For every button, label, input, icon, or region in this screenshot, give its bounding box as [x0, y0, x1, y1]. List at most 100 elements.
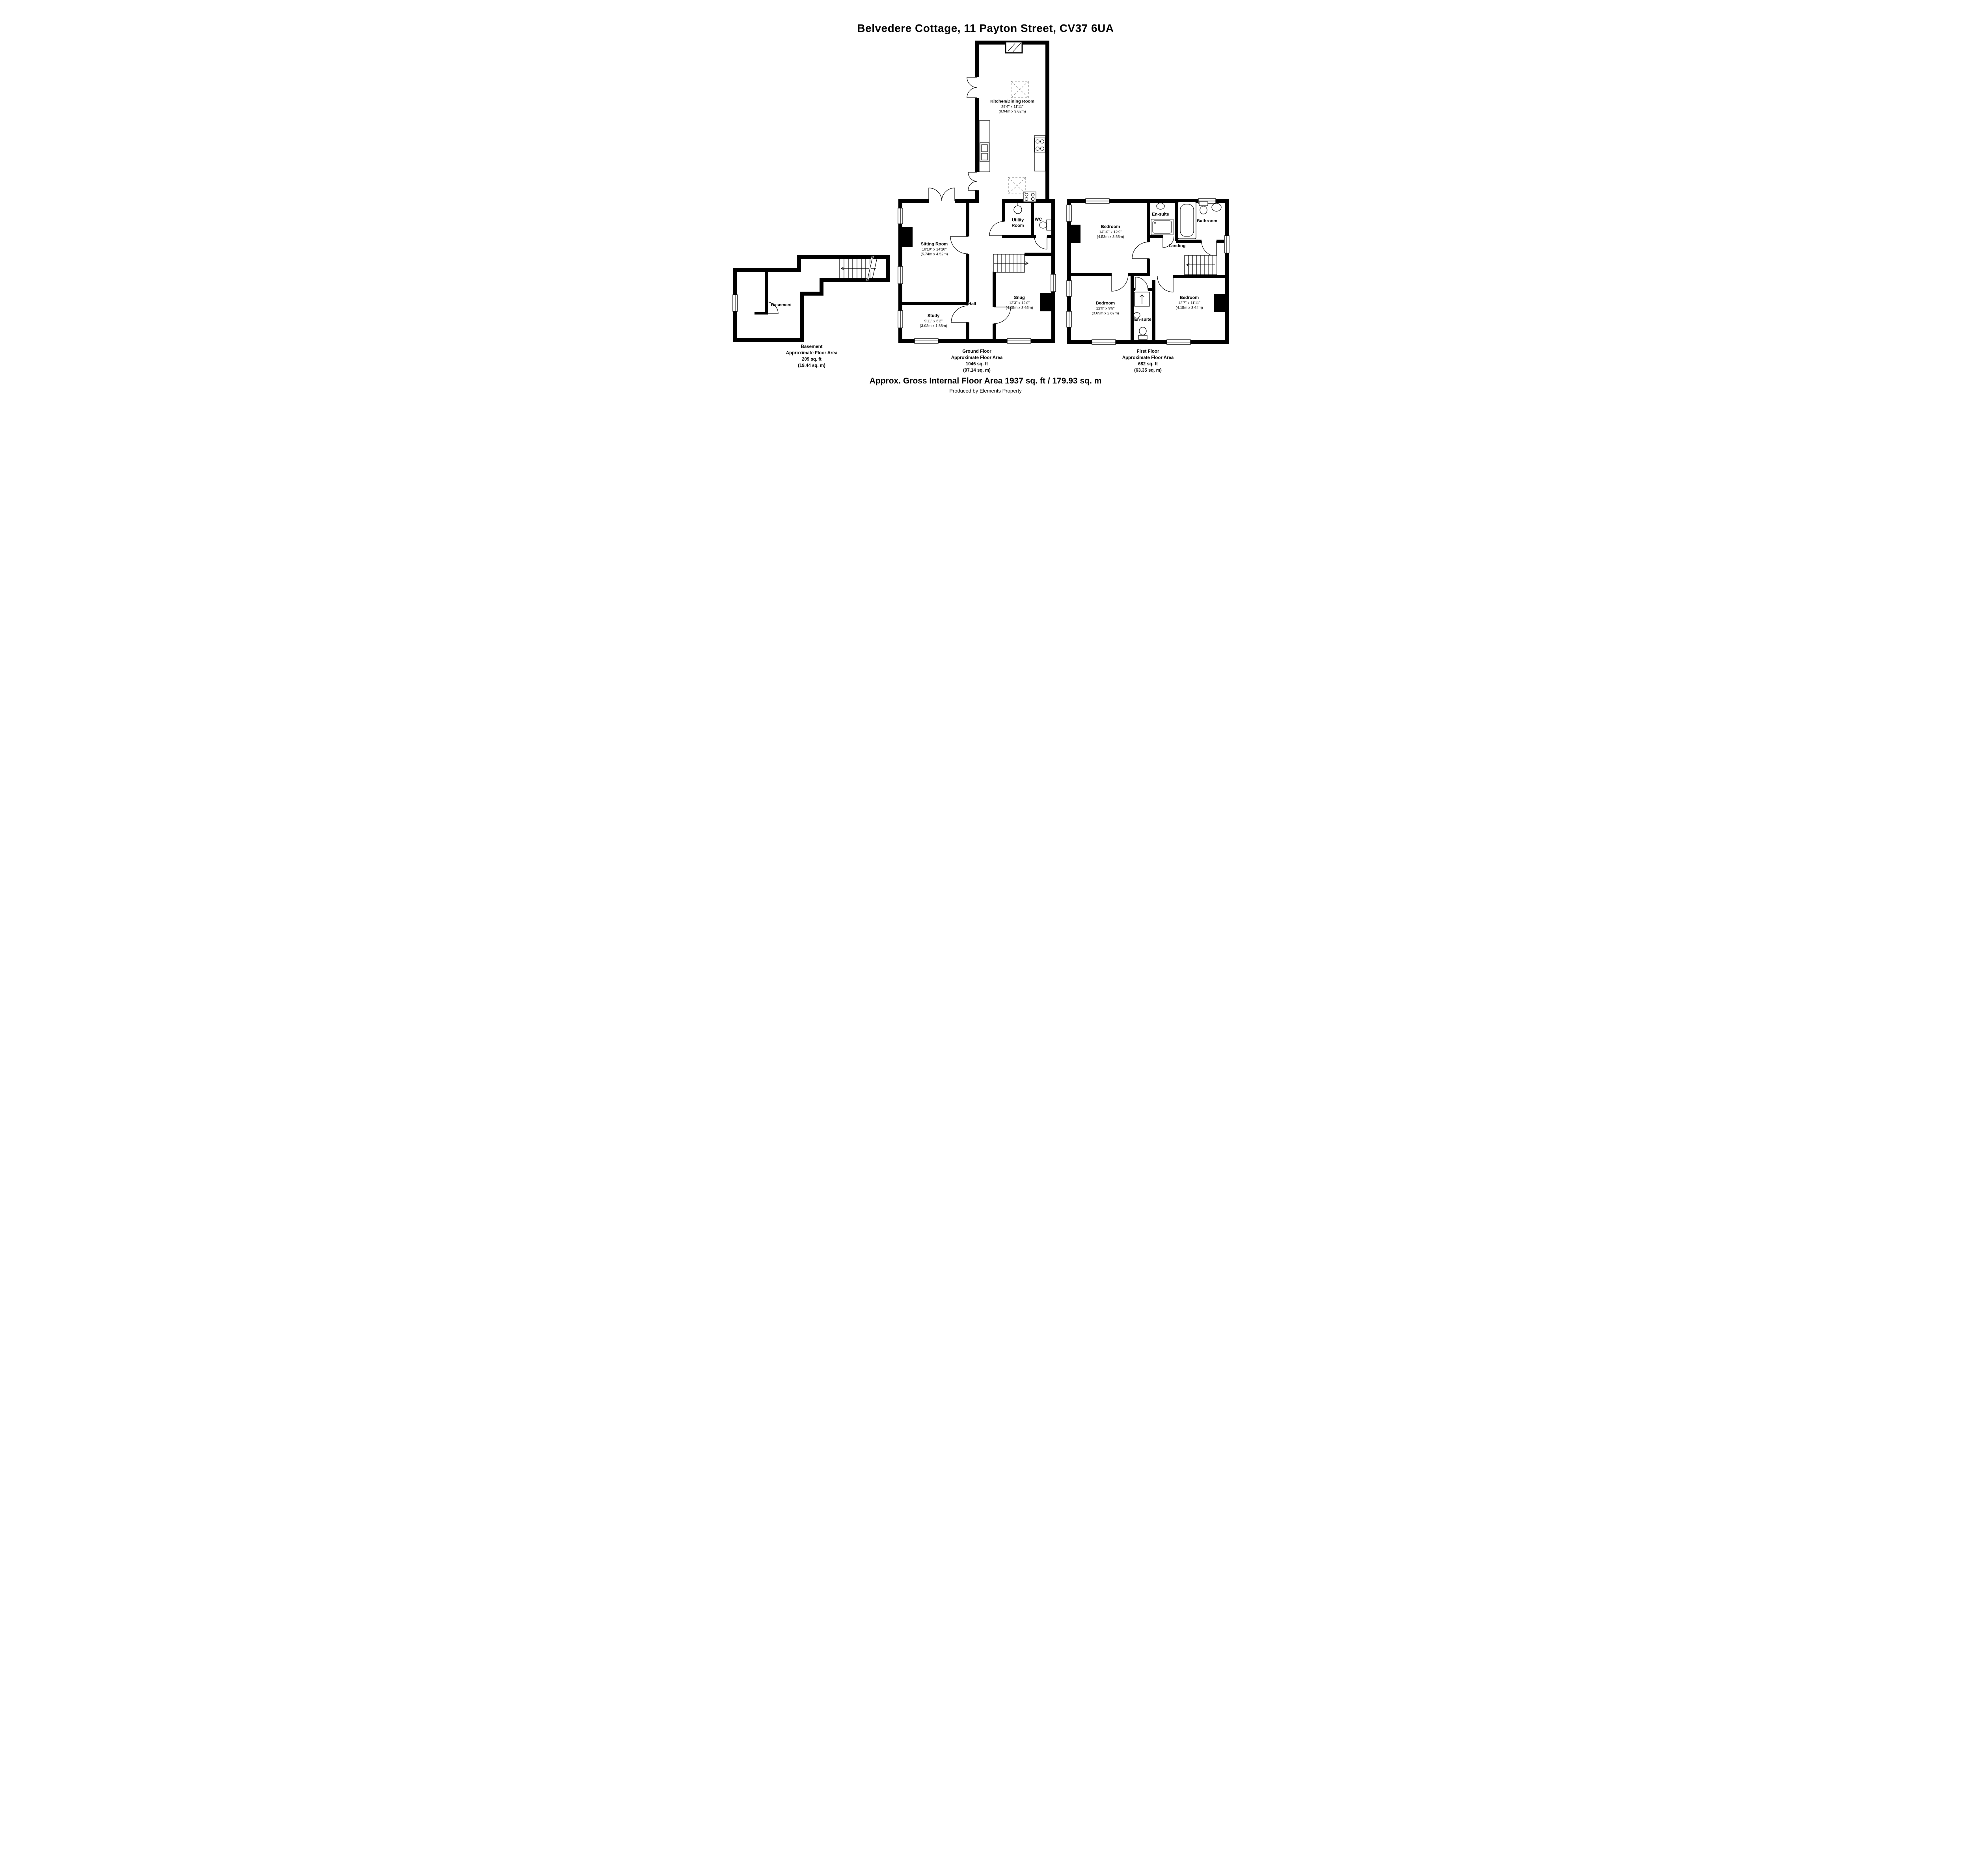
- room-label-basement: Basement: [771, 303, 792, 308]
- room-name: Snug: [1014, 295, 1025, 300]
- kitchen-side-door: [968, 172, 978, 182]
- room-name: Landing: [1168, 244, 1186, 249]
- room-name: Utility Room: [1012, 218, 1024, 228]
- first-floor-summary: First Floor Approximate Floor Area 682 s…: [1122, 348, 1174, 374]
- bathroom-sink-icon: [1211, 203, 1222, 212]
- summary-area-metric: (19.44 sq. m): [798, 363, 825, 368]
- room-name: Bedroom: [1101, 224, 1120, 229]
- room-dims-metric: (8.94m x 3.62m): [999, 109, 1026, 114]
- room-label-landing: Landing: [1169, 244, 1186, 249]
- ceiling-lantern-dashed: [1008, 81, 1029, 194]
- room-label-bedroom3: Bedroom 13'7" x 11'11" (4.15m x 3.64m): [1176, 295, 1203, 310]
- ensuite2-door: [1135, 277, 1148, 290]
- windows: [732, 198, 1230, 345]
- room-name: WC: [1034, 217, 1042, 222]
- summary-area-metric: (63.35 sq. m): [1134, 368, 1162, 373]
- chimney-flue-icon: [1005, 41, 1023, 54]
- summary-area-title: Approximate Floor Area: [786, 351, 838, 356]
- summary-area-imperial: 682 sq. ft: [1138, 362, 1158, 367]
- room-dims-metric: (4.53m x 3.88m): [1097, 234, 1124, 239]
- wc-toilet-icon: [1039, 220, 1052, 231]
- sitting-room-fireplace: [902, 227, 913, 247]
- room-label-utility: Utility Room: [1012, 218, 1024, 229]
- room-label-ensuite2: En-suite: [1134, 317, 1151, 323]
- chimney-breasts: [902, 225, 1225, 312]
- utility-sink-icon: [1013, 203, 1022, 214]
- room-label-snug: Snug 13'3" x 12'0" (4.05m x 3.65m): [1006, 295, 1033, 310]
- room-label-bedroom2: Bedroom 12'0" x 9'5" (3.65m x 2.87m): [1092, 301, 1119, 316]
- bedroom3-door: [1157, 276, 1174, 292]
- room-dims-metric: (3.02m x 1.88m): [920, 323, 947, 328]
- room-dims-imperial: 12'0" x 9'5": [1096, 306, 1115, 311]
- ensuite1-shower-icon: [1151, 219, 1174, 235]
- room-dims-metric: (3.65m x 2.87m): [1092, 311, 1119, 315]
- stairs-basement-icon: [839, 256, 878, 281]
- summary-floor: Basement: [801, 344, 823, 349]
- room-name: En-suite: [1152, 212, 1169, 217]
- door-openings: [929, 77, 980, 204]
- room-dims-metric: (4.15m x 3.64m): [1176, 305, 1203, 310]
- ensuite2-sink-icon: [1133, 312, 1140, 318]
- summary-area-title: Approximate Floor Area: [1122, 355, 1174, 361]
- room-name: Bathroom: [1197, 219, 1217, 224]
- summary-area-imperial: 209 sq. ft: [802, 357, 822, 362]
- floorplan-canvas: Belvedere Cottage, 11 Payton Street, CV3…: [679, 0, 1292, 434]
- room-dims-imperial: 9'11" x 6'2": [924, 319, 943, 323]
- bedroom1-door: [1132, 242, 1149, 259]
- bedroom3-fireplace: [1214, 294, 1225, 312]
- kitchen-french-door: [967, 77, 978, 88]
- hob-icon: [1034, 138, 1045, 153]
- room-name: Basement: [771, 303, 792, 308]
- room-name: Bedroom: [1095, 301, 1115, 306]
- room-name: Study: [927, 313, 940, 318]
- summary-floor: First Floor: [1136, 349, 1159, 354]
- room-dims-imperial: 14'10" x 12'9": [1099, 230, 1122, 234]
- basement-door: [766, 302, 779, 314]
- sitting-room-french-door: [928, 188, 942, 201]
- bathroom-toilet-icon: [1199, 201, 1208, 214]
- stairs-ground-icon: [993, 254, 1029, 273]
- summary-area-metric: (97.14 sq. m): [963, 368, 991, 373]
- sitting-room-french-door: [941, 188, 955, 201]
- kitchen-french-door: [967, 87, 978, 98]
- gross-area-text: Approx. Gross Internal Floor Area 1937 s…: [869, 376, 1102, 385]
- room-label-kitchen: Kitchen/Dining Room 29'4" x 11'11" (8.94…: [990, 99, 1034, 114]
- ensuite2-shower-icon: [1134, 292, 1150, 307]
- room-label-bedroom1: Bedroom 14'10" x 12'9" (4.53m x 3.88m): [1097, 224, 1124, 239]
- stairs-first-icon: [1184, 255, 1217, 275]
- ensuite1-door: [1162, 236, 1174, 248]
- door-arcs: [766, 77, 1217, 324]
- ensuite2-toilet-icon: [1138, 327, 1148, 340]
- room-dims-imperial: 29'4" x 11'11": [1001, 104, 1023, 109]
- credit-text: Produced by Elements Property: [949, 388, 1022, 394]
- snug-door: [994, 307, 1011, 324]
- ground-floor-summary: Ground Floor Approximate Floor Area 1046…: [951, 348, 1003, 374]
- room-label-study: Study 9'11" x 6'2" (3.02m x 1.88m): [920, 313, 947, 328]
- summary-area-imperial: 1046 sq. ft: [965, 362, 988, 367]
- room-name: Kitchen/Dining Room: [990, 99, 1034, 104]
- room-name: Sitting Room: [920, 242, 948, 247]
- interior-walls: [754, 199, 1227, 342]
- bath-icon: [1177, 201, 1196, 239]
- room-label-bathroom: Bathroom: [1197, 219, 1217, 224]
- room-dims-imperial: 13'7" x 11'11": [1178, 301, 1200, 305]
- basement-outline: [733, 255, 890, 342]
- snug-fireplace: [1040, 293, 1051, 311]
- study-door: [951, 305, 968, 323]
- room-name: Hall: [968, 302, 976, 307]
- room-dims-metric: (5.74m x 4.52m): [920, 251, 948, 256]
- kitchen-sink-icon: [980, 142, 989, 162]
- sitting-room-door: [950, 236, 968, 254]
- ensuite1-sink-icon: [1156, 203, 1165, 210]
- bedroom2-door: [1111, 274, 1129, 292]
- kitchen-side-door: [968, 181, 978, 191]
- room-label-sitting-room: Sitting Room 18'10" x 14'10" (5.74m x 4.…: [920, 242, 948, 257]
- room-dims-imperial: 13'3" x 12'0": [1009, 301, 1030, 305]
- room-label-wc: WC: [1035, 217, 1042, 223]
- bedroom1-chimney: [1071, 225, 1081, 243]
- room-name: En-suite: [1134, 317, 1151, 322]
- page-title: Belvedere Cottage, 11 Payton Street, CV3…: [857, 22, 1114, 34]
- room-dims-imperial: 18'10" x 14'10": [922, 247, 947, 251]
- room-name: Bedroom: [1179, 295, 1199, 300]
- wc-door: [1034, 236, 1047, 249]
